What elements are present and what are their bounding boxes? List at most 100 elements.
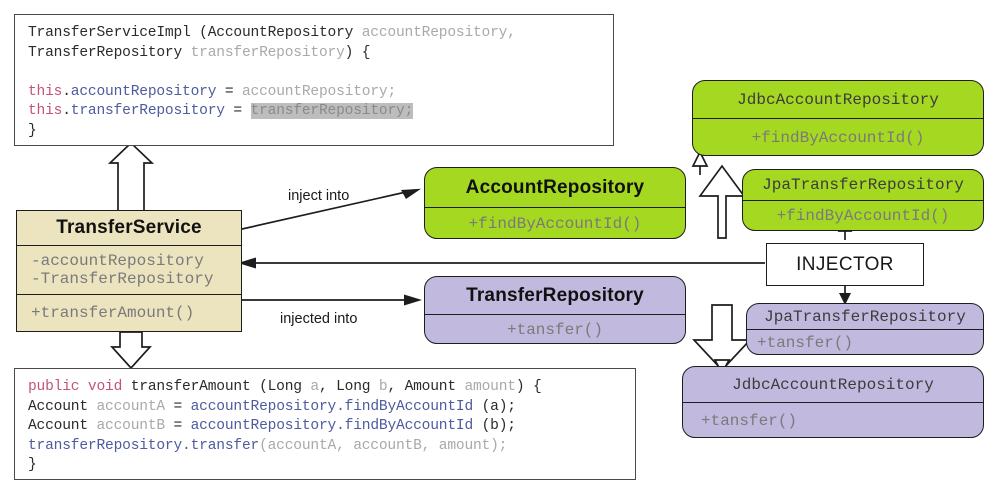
- code-token: this: [28, 83, 63, 100]
- class-title: TransferRepository: [466, 284, 644, 306]
- class-method: +tansfer(): [506, 320, 603, 339]
- class-title: TransferService: [56, 217, 202, 238]
- code-token: public void: [28, 379, 131, 395]
- code-token: accountRepository.findByAccountId: [190, 398, 474, 415]
- divider: [683, 402, 983, 403]
- class-box-transfer-service[interactable]: TransferService -accountRepository -Tran…: [16, 210, 242, 332]
- class-box-transfer-repository[interactable]: TransferRepository +tansfer(): [424, 276, 686, 344]
- code-token: TransferRepository: [28, 44, 191, 61]
- divider: [743, 200, 983, 201]
- code-line: }: [28, 456, 635, 476]
- class-box-jdbc-account-repository[interactable]: JdbcAccountRepository +findByAccountId(): [692, 80, 984, 156]
- transfer-amount-code-block: public void transferAmount (Long a, Long…: [14, 368, 636, 480]
- code-line: }: [28, 122, 613, 142]
- arrow-injected-into: [242, 294, 422, 306]
- class-box-account-repository[interactable]: AccountRepository +findByAccountId(): [424, 167, 686, 239]
- code-token: amount: [464, 379, 516, 395]
- code-token: a: [310, 379, 319, 395]
- class-methods-section: +transferAmount(): [17, 295, 241, 331]
- code-token: accountA: [96, 398, 165, 415]
- class-title-section: JpaTransferRepository: [743, 170, 983, 200]
- class-methods-section: +tansfer(): [683, 403, 983, 437]
- divider: [425, 314, 685, 315]
- code-token: accountRepository: [70, 83, 217, 100]
- code-token: Account: [28, 418, 97, 434]
- class-method: +transferAmount(): [31, 304, 195, 322]
- class-title-section: JpaTransferRepository: [747, 304, 983, 329]
- code-token: =: [164, 418, 191, 434]
- injector-label: INJECTOR: [796, 253, 894, 275]
- class-title-section: TransferService: [17, 211, 241, 245]
- class-title-section: JdbcAccountRepository: [693, 81, 983, 118]
- code-token: accountRepository,: [361, 25, 516, 41]
- code-token: transferRepository;: [250, 103, 414, 119]
- divider: [17, 245, 241, 246]
- arrow-service-to-constructor: [107, 141, 155, 213]
- code-token: (b);: [473, 418, 516, 434]
- class-methods-section: +tansfer(): [425, 315, 685, 343]
- code-line: [28, 63, 613, 83]
- code-token: transferRepository.transfer: [28, 437, 260, 454]
- divider: [747, 329, 983, 330]
- class-title: JdbcAccountRepository: [732, 375, 934, 394]
- code-line: Account accountA = accountRepository.fin…: [28, 398, 635, 418]
- code-line: public void transferAmount (Long a, Long…: [28, 378, 635, 398]
- code-token: =: [224, 103, 251, 119]
- class-methods-section: +findByAccountId(): [743, 201, 983, 230]
- class-method: +tansfer(): [701, 411, 798, 430]
- code-token: b: [378, 379, 388, 395]
- code-token: .: [62, 83, 71, 100]
- constructor-code-block: TransferServiceImpl (AccountRepository a…: [14, 14, 614, 146]
- divider: [693, 118, 983, 119]
- code-token: =: [164, 398, 191, 415]
- arrow-service-to-method: [110, 331, 152, 370]
- code-token: , Amount: [387, 379, 465, 395]
- block-arrow-down-purple: [692, 304, 752, 372]
- class-field: -TransferRepository: [31, 270, 214, 288]
- class-title: JpaTransferRepository: [764, 307, 966, 326]
- code-token: (a);: [473, 398, 516, 415]
- code-line: this.accountRepository = accountReposito…: [28, 83, 613, 103]
- code-token: ) {: [515, 379, 542, 395]
- class-method: +findByAccountId(): [751, 128, 925, 147]
- code-line: this.transferRepository = transferReposi…: [28, 102, 613, 122]
- connector-label-injected-into: injected into: [280, 311, 358, 327]
- class-methods-section: +findByAccountId(): [693, 119, 983, 155]
- class-methods-section: +tansfer(): [747, 330, 983, 354]
- class-field: -accountRepository: [31, 252, 204, 270]
- code-token: }: [28, 122, 37, 139]
- divider: [17, 294, 241, 295]
- code-token: accountB: [96, 418, 165, 434]
- arrow-injector-to-service: [238, 257, 765, 269]
- code-token: =: [216, 83, 242, 100]
- code-token: accountRepository.findByAccountId: [190, 418, 474, 434]
- code-token: transferRepository: [70, 103, 225, 119]
- class-method: +findByAccountId(): [776, 207, 950, 225]
- class-title: JpaTransferRepository: [762, 176, 964, 194]
- code-token: TransferServiceImpl (AccountRepository: [28, 25, 362, 41]
- injector-box[interactable]: INJECTOR: [766, 243, 924, 286]
- class-box-jpa-transfer-repository-green[interactable]: JpaTransferRepository +findByAccountId(): [742, 169, 984, 231]
- code-token: (accountA, accountB, amount);: [259, 437, 508, 454]
- code-token: transferAmount (Long: [130, 379, 311, 395]
- class-box-jpa-transfer-repository-purple[interactable]: JpaTransferRepository +tansfer(): [746, 303, 984, 355]
- class-method: +tansfer(): [757, 333, 854, 352]
- code-line: transferRepository.transfer(accountA, ac…: [28, 437, 635, 457]
- code-token: }: [28, 457, 37, 473]
- code-token: , Long: [318, 379, 379, 395]
- code-line: Account accountB = accountRepository.fin…: [28, 417, 635, 437]
- connector-label-inject-into: inject into: [288, 188, 350, 204]
- code-token: transferRepository: [190, 44, 345, 61]
- class-methods-section: +findByAccountId(): [425, 208, 685, 238]
- class-title-section: TransferRepository: [425, 277, 685, 314]
- class-box-jdbc-account-repository-purple[interactable]: JdbcAccountRepository +tansfer(): [682, 366, 984, 438]
- block-arrow-up-green: [698, 164, 746, 239]
- code-line: TransferServiceImpl (AccountRepository a…: [28, 24, 613, 44]
- class-method: +findByAccountId(): [468, 214, 642, 233]
- code-token: .: [62, 103, 71, 119]
- code-token: this: [28, 103, 63, 119]
- code-token: accountRepository;: [241, 83, 397, 100]
- code-token: Account: [28, 398, 97, 415]
- class-title: JdbcAccountRepository: [737, 90, 939, 109]
